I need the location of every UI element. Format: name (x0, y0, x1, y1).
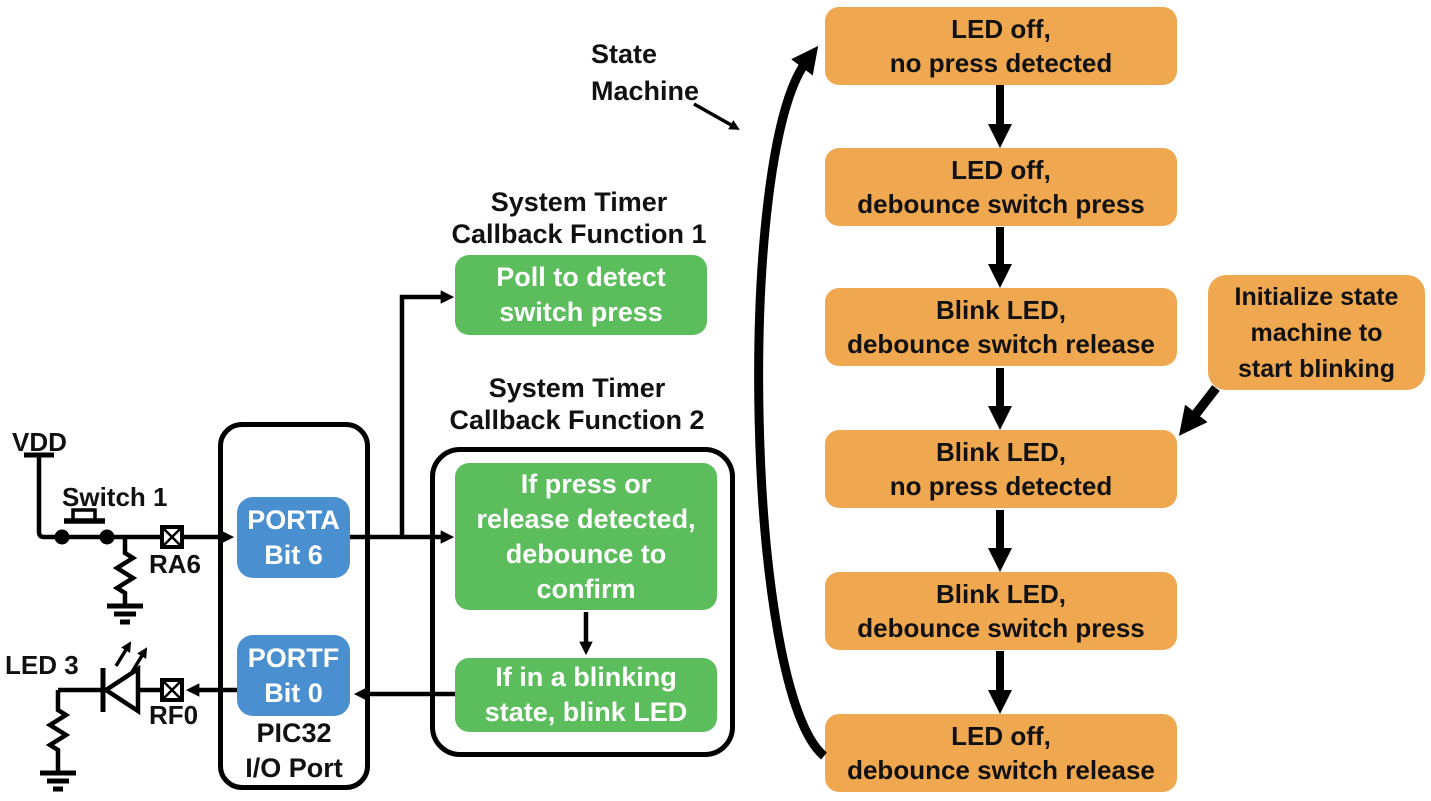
switch-contact-left (54, 529, 70, 545)
callback1-action-box: Poll to detect switch press (455, 255, 707, 335)
callback2-action2-line2: state, blink LED (484, 697, 688, 727)
loop-arrow-state6-to-state1 (754, 45, 828, 760)
vdd-label: VDD (12, 427, 67, 457)
state-3-line1: Blink LED, (935, 295, 1066, 325)
callback2-title-line2: Callback Function 2 (449, 405, 705, 435)
ground-switch-icon (107, 603, 143, 625)
pin-ra6-icon (160, 525, 184, 549)
callback2-title: System Timer Callback Function 2 (426, 372, 728, 436)
porta-line1: PORTA (247, 504, 340, 535)
state-5-line1: Blink LED, (935, 579, 1066, 609)
callback2-action1-box: If press or release detected, debounce t… (455, 463, 717, 610)
pic32-name-line2: I/O Port (245, 753, 343, 783)
state-1-line2: no press detected (889, 48, 1113, 78)
init-line2: machine to (1250, 318, 1383, 347)
state-4-line1: Blink LED, (935, 437, 1066, 467)
led-emission-arrow-2 (130, 647, 148, 673)
state-1-line1: LED off, (951, 14, 1051, 44)
portf-bit0-box: PORTF Bit 0 (237, 635, 350, 716)
state-box-2: LED off, debounce switch press (825, 148, 1177, 226)
portf-line1: PORTF (247, 642, 340, 673)
state-6-line1: LED off, (951, 721, 1051, 751)
state-box-3: Blink LED, debounce switch release (825, 288, 1177, 366)
state-box-6: LED off, debounce switch release (825, 714, 1177, 792)
callback2-container (430, 447, 735, 757)
callback1-action-line1: Poll to detect (496, 262, 666, 292)
state-5-line2: debounce switch press (857, 613, 1145, 643)
state-2-line2: debounce switch press (857, 189, 1145, 219)
pin-rf0-icon (160, 678, 184, 702)
state-machine-label-line1: State (591, 39, 658, 69)
rf0-pin-label: RF0 (149, 700, 199, 730)
led-symbol-icon (101, 664, 141, 716)
callback1-title-line1: System Timer (490, 187, 668, 217)
init-state-box: Initialize state machine to start blinki… (1208, 275, 1425, 390)
ra6-pin-label: RA6 (149, 549, 202, 579)
callback2-title-line1: System Timer (488, 373, 666, 403)
state-3-line2: debounce switch release (847, 329, 1155, 359)
pic32-name-line1: PIC32 (256, 718, 332, 748)
porta-line2: Bit 6 (264, 539, 323, 570)
state-machine-label-line2: Machine (591, 76, 700, 106)
callback2-action1-line1: If press or (520, 468, 652, 499)
callback2-action1-line4: confirm (536, 573, 636, 604)
init-line1: Initialize state (1234, 282, 1399, 311)
callback1-title: System Timer Callback Function 1 (428, 186, 730, 250)
callback2-action2-box: If in a blinking state, blink LED (455, 658, 717, 732)
init-line3: start blinking (1238, 354, 1395, 383)
switch-contact-right (99, 529, 115, 545)
state-machine-label: State Machine (591, 36, 721, 110)
state-box-5: Blink LED, debounce switch press (825, 572, 1177, 650)
state-box-4: Blink LED, no press detected (825, 430, 1177, 508)
led-emission-arrow-1 (114, 641, 132, 667)
callback1-title-line2: Callback Function 1 (451, 219, 707, 249)
callback2-action2-line1: If in a blinking (495, 662, 677, 692)
state-box-1: LED off, no press detected (825, 7, 1177, 85)
portf-line2: Bit 0 (264, 677, 323, 708)
led-label: LED 3 (5, 650, 79, 680)
porta-bit6-box: PORTA Bit 6 (237, 497, 350, 578)
pic32-title: PIC32 I/O Port (218, 716, 370, 786)
wire-vdd-to-switch (36, 455, 62, 540)
resistor-led-icon (45, 690, 71, 772)
callback2-action1-line3: debounce to (505, 538, 667, 569)
callback2-action1-line2: release detected, (476, 503, 696, 534)
state-4-line2: no press detected (889, 471, 1113, 501)
resistor-switch-icon (112, 537, 138, 605)
callback1-action-line2: switch press (499, 297, 663, 327)
state-2-line1: LED off, (951, 155, 1051, 185)
pic32-io-port-container (218, 422, 370, 790)
arrow-init-to-state4 (1178, 385, 1220, 436)
switch-label: Switch 1 (62, 482, 168, 512)
state-6-line2: debounce switch release (847, 755, 1155, 785)
ground-led-icon (40, 770, 76, 792)
